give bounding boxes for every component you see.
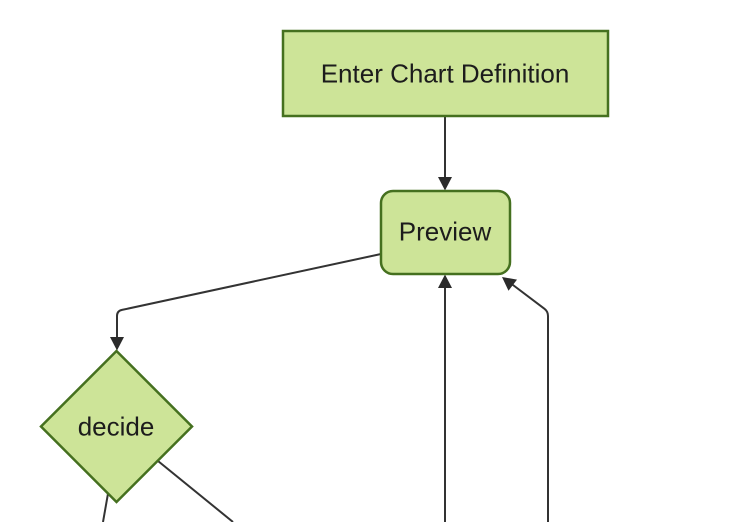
node-label-enter-chart-definition: Enter Chart Definition <box>320 58 570 89</box>
edge-decide-to-bottom-right <box>157 460 234 522</box>
node-label-decide: decide <box>77 411 155 442</box>
node-enter-chart-definition <box>281 29 610 118</box>
edge-bottom-right-to-preview <box>510 282 549 522</box>
node-preview <box>379 189 512 276</box>
arrowhead-bottom-right-to-preview <box>502 277 517 291</box>
node-decide <box>39 349 194 504</box>
arrowhead-enter-to-preview <box>438 177 452 191</box>
node-label-preview: Preview <box>398 216 492 247</box>
arrowhead-preview-to-decide <box>110 337 124 351</box>
arrowhead-bottom-center-to-preview <box>438 274 452 288</box>
edge-preview-to-decide <box>116 253 382 338</box>
edge-decide-to-bottom-left <box>102 493 109 522</box>
